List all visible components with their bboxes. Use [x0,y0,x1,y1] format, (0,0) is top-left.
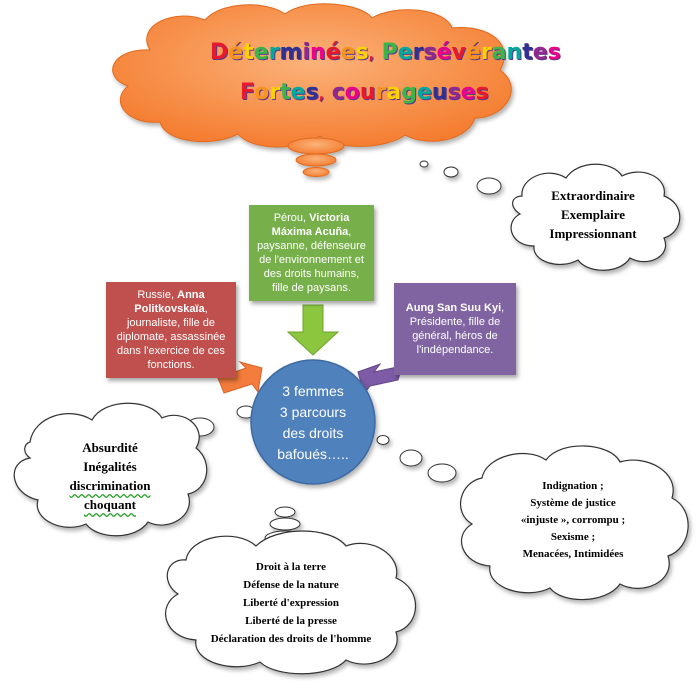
title-line-2: Fortes, courageuses [240,80,489,105]
box-anna-politkovskaia: Russie, Anna Politkovskaïa, journaliste,… [106,282,236,378]
cloud-bottom [165,506,417,675]
center-text: 3 femmes 3 parcours des droits bafoués….… [277,383,349,462]
cloud-left [13,402,256,537]
cloud-right-bottom [376,435,689,601]
arrow-left [217,361,263,394]
arrow-top [286,304,340,356]
cloud-right-bottom-text: Indignation ; Système de justice «injust… [520,480,626,560]
box-aung-san-suu-kyi: Aung San Suu Kyi, Présidente, fille de g… [394,283,516,375]
cloud-right-top [419,160,681,271]
title-cloud [112,3,512,177]
cloud-bottom-text: Droit à la terre Défense de la nature Li… [210,561,372,645]
box-victoria-maxima-acuna: Pérou, Victoria Máxima Acuña, paysanne, … [249,205,374,301]
center-circle [250,359,376,485]
title-word-courageuses: courageuses [331,80,489,105]
title-word-fortes: Fortes [240,80,319,105]
cloud-left-text: Absurdité Inégalités discrimination choq… [69,440,151,512]
title-word-perseverantes: Persévérantes [381,40,561,65]
title-line-1: Déterminées, Persévérantes [210,40,561,65]
cloud-right-top-text: Extraordinaire Exemplaire Impressionnant [549,188,637,241]
title-word-determinees: Déterminées [210,40,369,65]
